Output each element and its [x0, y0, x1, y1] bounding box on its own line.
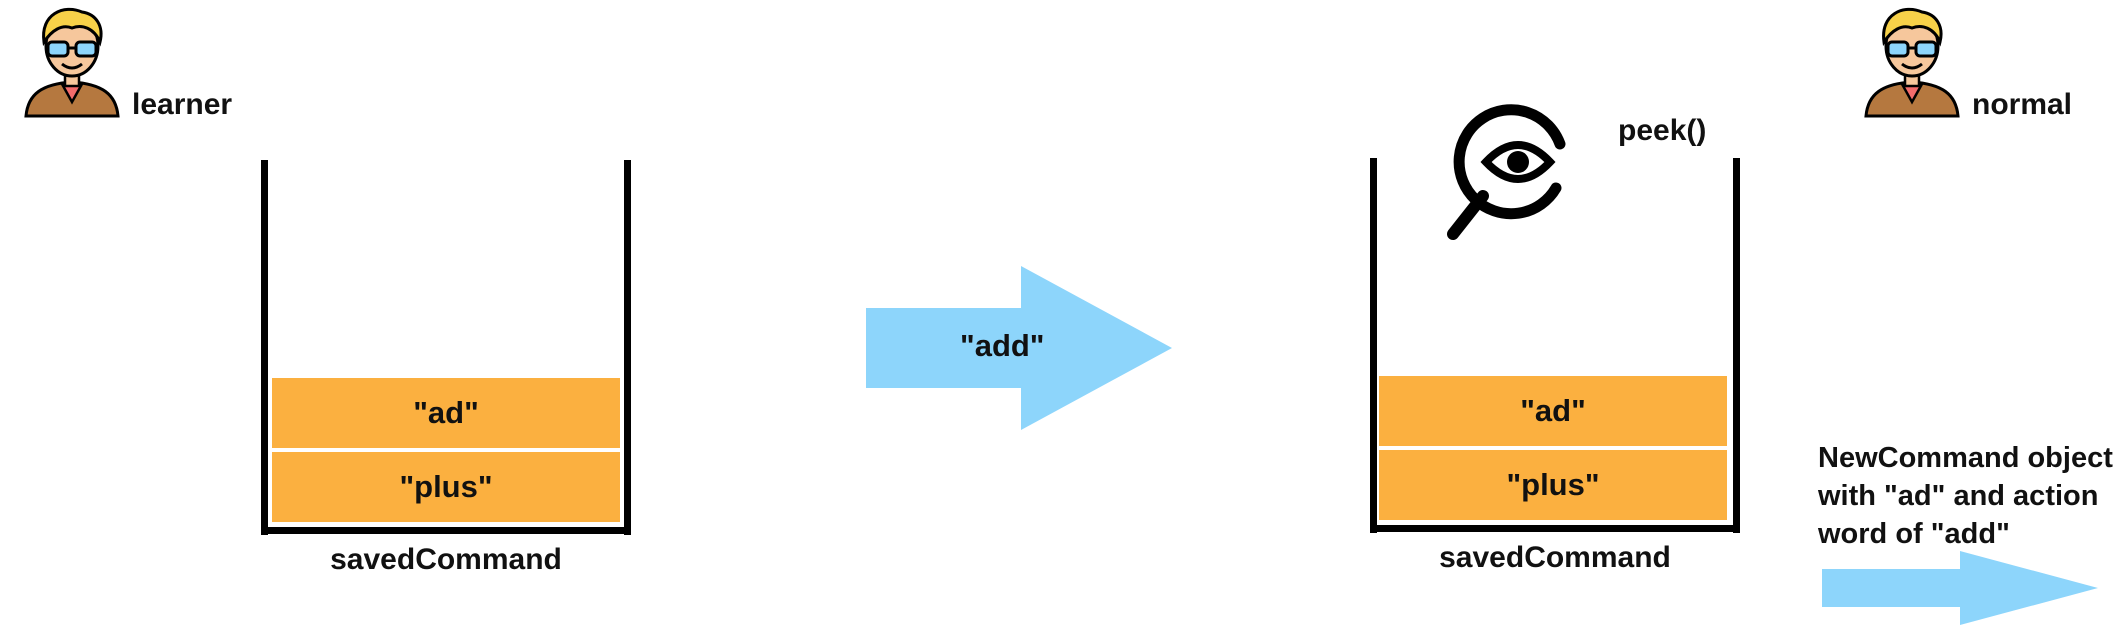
left-stack-left-wall — [261, 160, 268, 535]
stack-item: "plus" — [1379, 450, 1727, 520]
left-stack-caption: savedCommand — [330, 543, 562, 576]
right-stack-caption: savedCommand — [1439, 541, 1671, 574]
peek-label: peek() — [1618, 114, 1707, 147]
right-arrow-icon — [866, 266, 1172, 430]
normal-avatar — [1862, 6, 1962, 118]
result-description: NewCommand object with "ad" and action w… — [1818, 439, 2113, 553]
learner-avatar — [22, 6, 122, 118]
person-glasses-icon — [1864, 7, 1960, 118]
right-stack-bottom — [1370, 525, 1740, 532]
result-line: NewCommand object — [1818, 442, 2113, 474]
left-stack-right-wall — [624, 160, 631, 535]
eye-magnifier-icon — [1447, 104, 1566, 240]
result-line: word of "add" — [1818, 518, 2010, 550]
result-line: with "ad" and action — [1818, 480, 2099, 512]
output-arrow-icon — [1822, 551, 2098, 625]
middle-arrow-label: "add" — [960, 328, 1045, 363]
stack-item: "ad" — [1379, 376, 1727, 446]
right-stack-right-wall — [1733, 158, 1740, 533]
person-glasses-icon — [24, 7, 120, 118]
right-stack-left-wall — [1370, 158, 1377, 533]
stack-item: "plus" — [272, 452, 620, 522]
left-stack-bottom — [261, 527, 631, 534]
learner-label: learner — [132, 88, 233, 121]
normal-label: normal — [1972, 88, 2073, 121]
stack-item: "ad" — [272, 378, 620, 448]
